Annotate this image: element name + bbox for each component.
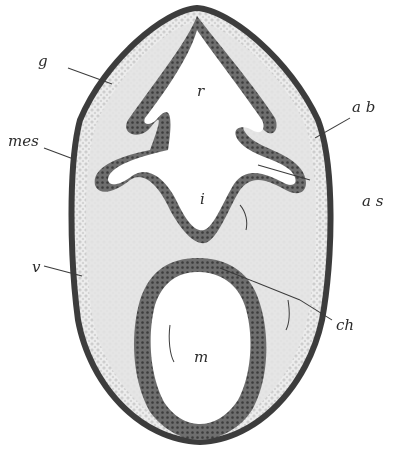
label-mes: mes <box>8 132 39 150</box>
label-ab: a b <box>352 98 375 116</box>
label-i: i <box>200 190 205 208</box>
label-as: a s <box>362 192 384 210</box>
label-v: v <box>32 258 41 276</box>
label-r: r <box>197 82 205 100</box>
label-m: m <box>194 348 208 366</box>
label-ch: ch <box>336 316 354 334</box>
label-g: g <box>38 52 48 70</box>
